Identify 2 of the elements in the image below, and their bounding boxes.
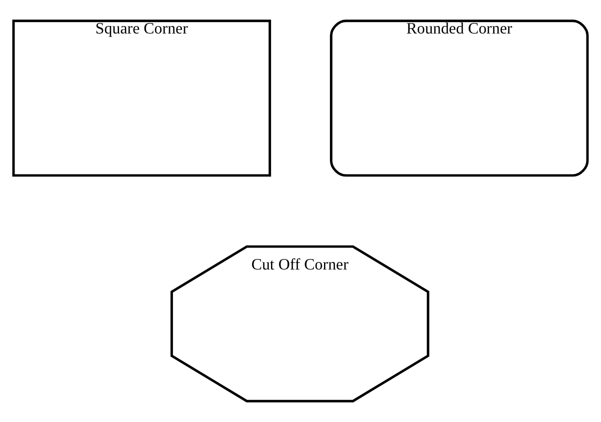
node-box: Rounded Corner xyxy=(330,20,589,177)
node-box: Square Corner xyxy=(12,20,272,177)
